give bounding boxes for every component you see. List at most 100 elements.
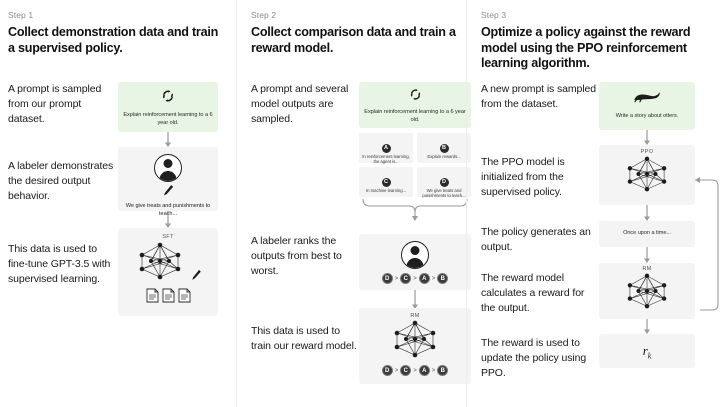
- step-1-row-1-graphic: Explain reinforcement learning to a 6 ye…: [118, 82, 226, 148]
- step-1-row-1: A prompt is sampled from our prompt data…: [8, 82, 226, 148]
- connector-arrow: [118, 211, 218, 229]
- connector-arrow: [599, 129, 695, 146]
- step-3-row-4: The reward model calculates a reward for…: [481, 262, 710, 335]
- step-3-row-4-text: The reward model calculates a reward for…: [481, 271, 585, 314]
- ranking-box: D > C > A > B: [359, 234, 471, 290]
- rank-separator: >: [431, 367, 436, 374]
- pencil-icon: [191, 269, 201, 280]
- rank-separator: >: [394, 367, 399, 374]
- step-3-row-5-graphic: rk: [599, 333, 710, 368]
- connector-arrow: [118, 132, 218, 148]
- rm-box: RM: [359, 308, 471, 384]
- step-3-row-4-graphic: RM: [599, 262, 710, 335]
- step-2-row-2-text: A labeler ranks the outputs from best to…: [251, 235, 342, 277]
- step-1-row-1-text: A prompt is sampled from our prompt data…: [8, 83, 102, 125]
- step-3-row-1-text: A new prompt is sampled from the dataset…: [481, 82, 597, 110]
- output-card-b: B Explain rewards...: [417, 133, 471, 163]
- output-text: In reinforcement learning, the agent is.…: [362, 154, 410, 165]
- step-3-row-3-graphic: Once upon a time...: [599, 220, 710, 264]
- person-body: [406, 258, 424, 268]
- rank-separator: >: [413, 275, 417, 282]
- reward-box: rk: [599, 333, 695, 368]
- recycle-loop-icon: [410, 89, 420, 100]
- step-1-title: Collect demonstration data and train a s…: [8, 25, 219, 55]
- prompt-box-green: Write a story about otters.: [599, 81, 695, 130]
- step-1-row-3-graphic: SFT: [118, 228, 226, 316]
- step-3-row-2-text: The PPO model is initialized from the su…: [481, 155, 565, 198]
- rank-separator: >: [394, 275, 399, 282]
- step-2-row-2-graphic: D > C > A > B: [359, 234, 471, 310]
- step-2-title: Collect comparison data and train a rewa…: [251, 25, 456, 55]
- output-letter: C: [381, 178, 391, 187]
- rank-chip: A: [418, 365, 430, 376]
- output-box: Once upon a time...: [599, 220, 695, 247]
- output-letter: B: [439, 144, 449, 153]
- step-1-row-3: This data is used to fine-tune GPT-3.5 w…: [8, 228, 226, 316]
- ranking-row: D > C > A > B: [359, 365, 471, 376]
- sft-model-label: SFT: [162, 234, 174, 240]
- step-1-row-2: A labeler demonstrates the desired outpu…: [8, 147, 226, 229]
- sft-box: SFT: [118, 228, 218, 316]
- step-3-row-2-graphic: PPO: [599, 144, 710, 222]
- step-3-row-5: The reward is used to update the policy …: [481, 333, 710, 381]
- step-1-row-2-graphic: We give treats and punishments to teach.…: [118, 147, 226, 229]
- neural-network-icon: [394, 320, 436, 358]
- prompt-box-green: Explain reinforcement learning to a 6 ye…: [359, 82, 471, 128]
- output-card-a: A In reinforcement learning, the agent i…: [359, 133, 413, 165]
- rank-chip: D: [381, 365, 393, 376]
- recycle-loop-icon: [163, 90, 173, 102]
- person-icon: [401, 241, 429, 269]
- neural-network-icon: [139, 242, 181, 280]
- rank-separator: >: [431, 275, 436, 282]
- step-3-title: Optimize a policy against the reward mod…: [481, 25, 691, 70]
- document-icon: [162, 288, 174, 303]
- prompt-box-green: Explain reinforcement learning to a 6 ye…: [118, 82, 218, 132]
- output-text: We give treats and punishments to teach.…: [422, 188, 466, 199]
- step-2-row-1-text: A prompt and several model outputs are s…: [251, 83, 349, 125]
- connector-arrow: [599, 246, 695, 264]
- neural-network-icon: [627, 156, 667, 191]
- prompt-caption: Explain reinforcement learning to a 6 ye…: [364, 109, 466, 123]
- document-icon: [146, 288, 158, 303]
- connector-arrow: [599, 204, 695, 222]
- rm-box-plain: RM: [599, 262, 695, 319]
- step-1-row-3-text: This data is used to fine-tune GPT-3.5 w…: [8, 243, 111, 285]
- step-3-row-5-text: The reward is used to update the policy …: [481, 336, 587, 379]
- prompt-caption: Write a story about otters.: [615, 112, 679, 119]
- step-3-column: Step 3 Optimize a policy against the rew…: [466, 0, 720, 407]
- step-3-row-2: The PPO model is initialized from the su…: [481, 144, 710, 222]
- document-stack-icon: [118, 288, 218, 303]
- output-card-c: C In machine learning...: [359, 167, 413, 197]
- model-outputs-grid: A In reinforcement learning, the agent i…: [359, 133, 471, 199]
- rm-model-label: RM: [642, 265, 652, 272]
- step-2-column: Step 2 Collect comparison data and train…: [236, 0, 471, 407]
- neural-network-icon: [627, 273, 667, 308]
- step-2-row-3-graphic: RM: [359, 308, 471, 384]
- person-icon: [154, 154, 182, 182]
- document-icon: [178, 288, 190, 303]
- rank-separator: >: [413, 367, 417, 374]
- step-1-column: Step 1 Collect demonstration data and tr…: [0, 0, 236, 407]
- rank-chip: A: [418, 273, 430, 284]
- step-1-row-2-text: A labeler demonstrates the desired outpu…: [8, 160, 114, 202]
- pencil-icon: [163, 185, 173, 196]
- rank-chip: D: [381, 273, 393, 284]
- step-1-label: Step 1: [8, 10, 34, 20]
- person-head: [410, 246, 420, 255]
- reward-formula: rk: [642, 342, 652, 361]
- ranking-row: D > C > A > B: [359, 273, 471, 284]
- otter-icon: [634, 91, 660, 102]
- step-2-row-3: This data is used to train our reward mo…: [251, 308, 471, 384]
- step-3-row-1-graphic: Write a story about otters.: [599, 81, 710, 146]
- person-head: [163, 159, 173, 168]
- prompt-caption: Explain reinforcement learning to a 6 ye…: [123, 112, 213, 126]
- brace-connector: [359, 197, 471, 228]
- person-body: [159, 171, 177, 181]
- step-3-label: Step 3: [481, 10, 507, 20]
- step-2-label: Step 2: [251, 10, 277, 20]
- labeler-box: We give treats and punishments to teach.…: [118, 147, 218, 217]
- step-2-row-3-text: This data is used to train our reward mo…: [251, 325, 357, 352]
- output-text: In machine learning...: [366, 188, 406, 193]
